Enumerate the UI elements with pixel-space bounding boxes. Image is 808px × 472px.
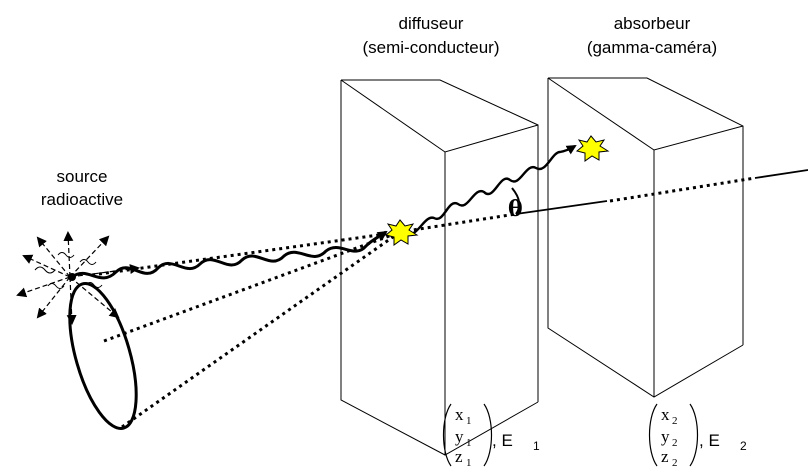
- y2-symbol: y: [661, 427, 670, 446]
- z1-symbol: z: [455, 447, 463, 466]
- source-rays: [16, 231, 140, 325]
- left-bracket-2: [648, 403, 658, 467]
- absorber-label-line1: absorbeur: [614, 14, 691, 33]
- right-bracket-2: [689, 403, 699, 467]
- theta-arc: [511, 187, 521, 215]
- x2-symbol: x: [661, 405, 670, 424]
- dotted-lines: [91, 176, 756, 429]
- interaction-burst-1: [384, 219, 419, 246]
- energy-1-label: , E: [492, 431, 513, 450]
- y1-symbol: y: [455, 427, 464, 446]
- z1-subscript: 1: [466, 457, 472, 469]
- y1-subscript: 1: [466, 437, 472, 449]
- x2-subscript: 2: [672, 415, 678, 427]
- z2-subscript: 2: [672, 457, 678, 469]
- compton-axis: [515, 169, 808, 215]
- x1-subscript: 1: [466, 415, 472, 427]
- source-label-line1: source: [56, 167, 107, 186]
- source-label-line2: radioactive: [41, 190, 123, 209]
- diffuser-label-line2: (semi-conducteur): [363, 38, 500, 57]
- absorber-label-line2: (gamma-caméra): [587, 38, 717, 57]
- energy-2-label: , E: [699, 431, 720, 450]
- right-bracket-1: [483, 403, 493, 467]
- diffuser-label-line1: diffuseur: [399, 14, 464, 33]
- energy-2-subscript: 2: [740, 439, 747, 453]
- x1-symbol: x: [455, 405, 464, 424]
- diffuser-box: [340, 79, 539, 456]
- left-bracket-1: [442, 403, 452, 467]
- interaction-burst-2: [575, 135, 610, 162]
- gamma-incident: [71, 230, 388, 280]
- theta-symbol: θ: [508, 196, 523, 222]
- y2-subscript: 2: [672, 437, 678, 449]
- cone-ellipse: [68, 282, 138, 430]
- coordinate-group-2: x 2 y 2 z 2 , E 2: [648, 403, 747, 469]
- coordinate-group-1: x 1 y 1 z 1 , E 1: [442, 403, 540, 469]
- gamma-scattered: [404, 144, 577, 236]
- source-point: [34, 252, 103, 289]
- z2-symbol: z: [661, 447, 669, 466]
- absorber-box: [547, 77, 744, 398]
- energy-1-subscript: 1: [533, 439, 540, 453]
